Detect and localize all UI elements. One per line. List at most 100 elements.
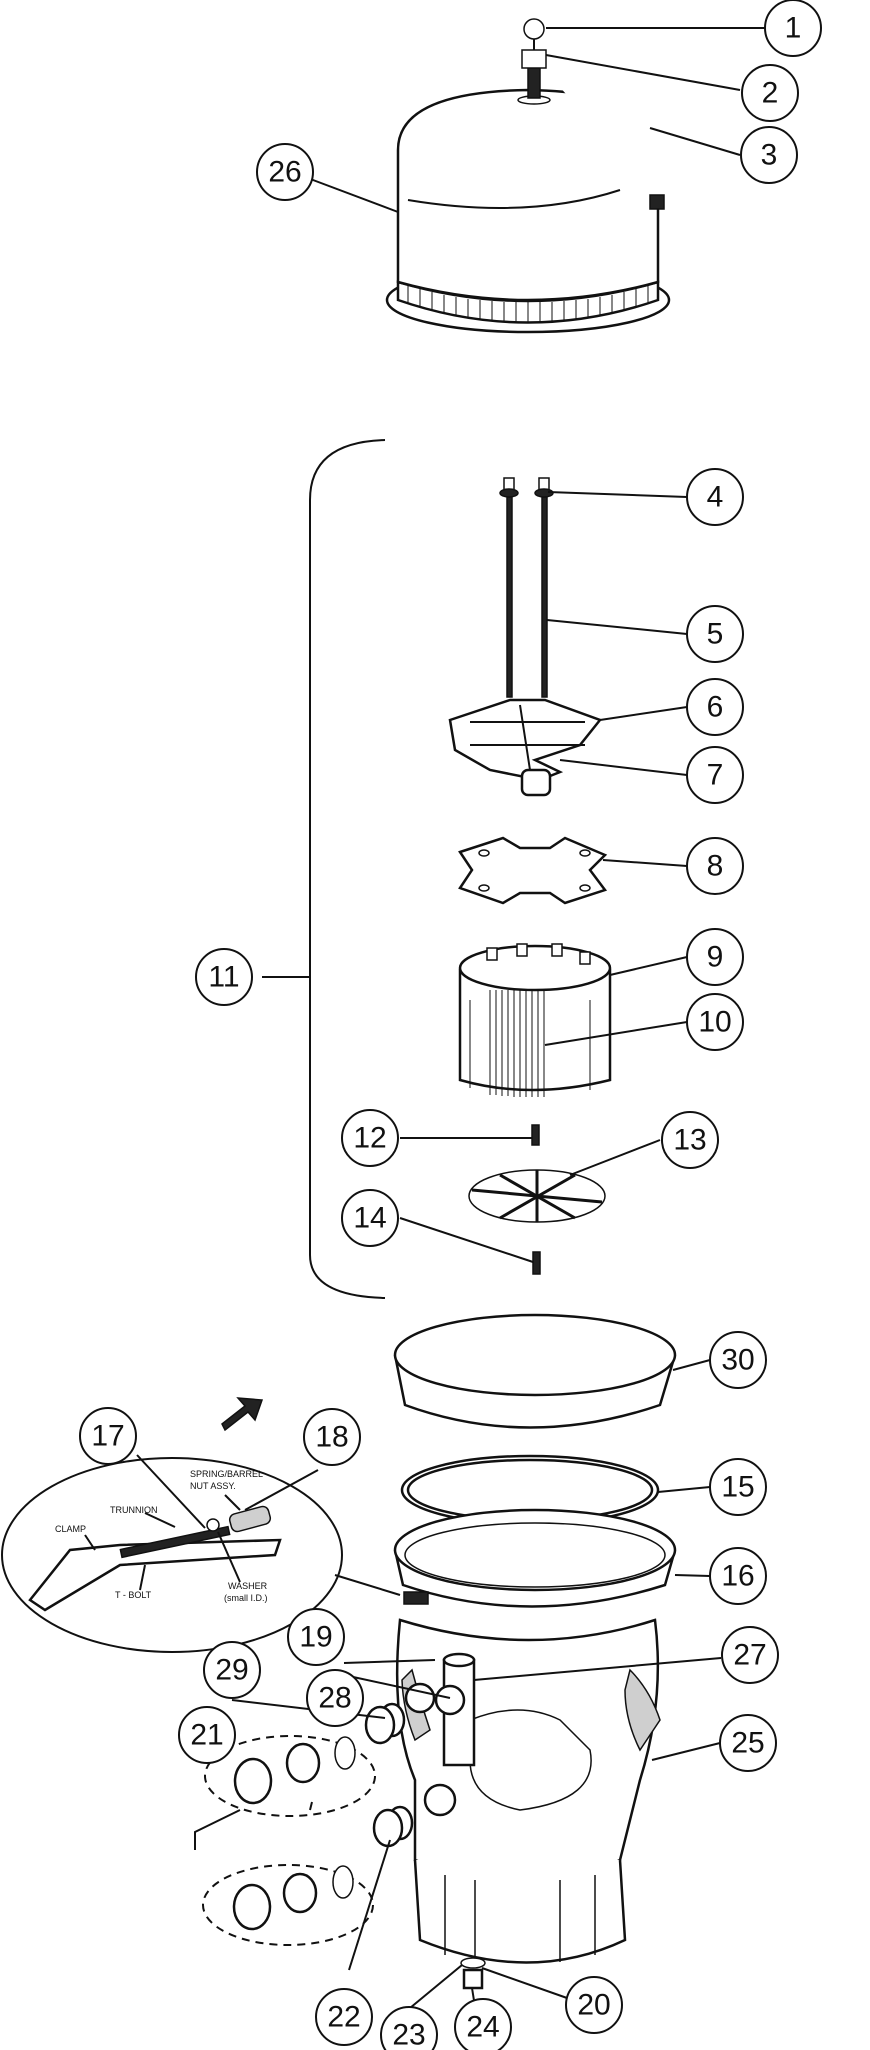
detail-leader — [334, 1574, 401, 1596]
callout-13: 13 — [661, 1111, 719, 1169]
callout-number: 25 — [731, 1727, 764, 1760]
port-28 — [434, 1684, 466, 1716]
callout-number: 13 — [673, 1124, 706, 1157]
callout-number: 2 — [762, 77, 779, 110]
callout-circle — [686, 837, 744, 895]
callout-circle — [686, 605, 744, 663]
detail-spring-barrel — [228, 1505, 272, 1533]
callout-number: 7 — [707, 759, 724, 792]
callout-18: 18 — [303, 1408, 361, 1466]
detail-washer — [206, 1518, 220, 1532]
callout-circle — [178, 1706, 236, 1764]
air-relief-valve — [527, 67, 541, 99]
inlet-port-upper — [404, 1682, 436, 1714]
callout-circle — [454, 1998, 512, 2050]
callout-circle — [686, 746, 744, 804]
callout-number: 9 — [707, 941, 724, 974]
detail-t-bolt — [119, 1525, 231, 1559]
callout-1: 1 — [764, 0, 822, 57]
callout-number: 18 — [315, 1421, 348, 1454]
callout-circle — [306, 1669, 364, 1727]
callout-8: 8 — [686, 837, 744, 895]
standpipe-top — [442, 1652, 476, 1668]
adapter-kit-lower-outline — [202, 1864, 374, 1946]
callout-number: 20 — [577, 1989, 610, 2022]
rod-nuts — [499, 477, 554, 498]
callout-circle — [686, 993, 744, 1051]
callout-10: 10 — [686, 993, 744, 1051]
tank-assembly — [194, 1313, 677, 1990]
adapter-kit-upper-outline — [204, 1735, 376, 1817]
label-washer-2: (small I.D.) — [224, 1593, 268, 1603]
callout-number: 15 — [721, 1471, 754, 1504]
label-clamp: CLAMP — [55, 1524, 86, 1534]
callout-number: 21 — [190, 1719, 223, 1752]
label-washer-1: WASHER — [228, 1581, 268, 1591]
callout-26: 26 — [256, 143, 314, 201]
callout-circle — [721, 1626, 779, 1684]
gasket-holes — [478, 849, 591, 892]
callout-circle — [203, 1641, 261, 1699]
callout-circle — [686, 928, 744, 986]
callout-circle — [741, 64, 799, 122]
pressure-gauge — [523, 18, 545, 40]
clamp-detail-inset: SPRING/BARREL NUT ASSY. TRUNNION CLAMP T… — [1, 1397, 401, 1653]
callout-20: 20 — [565, 1976, 623, 2034]
callout-22: 22 — [315, 1988, 373, 2046]
callout-number: 10 — [698, 1006, 731, 1039]
callout-number: 23 — [392, 2019, 425, 2050]
callout-number: 6 — [707, 691, 724, 724]
cartridge-posts — [486, 943, 591, 965]
clamp-detail-bubble — [1, 1457, 343, 1653]
adapter-kit-upper-parts — [233, 1736, 356, 1805]
lid-ribs — [407, 285, 649, 323]
union-29 — [364, 1702, 406, 1745]
callout-4: 4 — [686, 468, 744, 526]
callout-circle — [709, 1547, 767, 1605]
callout-5: 5 — [686, 605, 744, 663]
callout-circle — [709, 1331, 767, 1389]
callout-circle — [303, 1408, 361, 1466]
label-spring-barrel-2: NUT ASSY. — [190, 1481, 236, 1491]
valve-body — [521, 49, 547, 69]
callout-number: 8 — [707, 850, 724, 883]
callout-14: 14 — [341, 1189, 399, 1247]
leader-lines — [136, 27, 770, 2014]
lid-highlight-line — [407, 189, 621, 209]
callout-2: 2 — [741, 64, 799, 122]
callout-number: 28 — [318, 1682, 351, 1715]
callout-number: 22 — [327, 2001, 360, 2034]
callout-number: 5 — [707, 618, 724, 651]
spacer-14 — [532, 1251, 541, 1275]
callout-16: 16 — [709, 1547, 767, 1605]
arrow-icon — [221, 1397, 264, 1432]
callout-30: 30 — [709, 1331, 767, 1389]
callout-15: 15 — [709, 1458, 767, 1516]
outlet-port-lower — [423, 1783, 457, 1817]
callout-circle — [686, 678, 744, 736]
callout-7: 7 — [686, 746, 744, 804]
callout-circle — [380, 2006, 438, 2050]
assembly-bracket — [309, 439, 386, 1299]
callout-circle — [195, 948, 253, 1006]
tank-base-stand — [413, 1859, 627, 1964]
callout-23: 23 — [380, 2006, 438, 2050]
callout-circle — [565, 1976, 623, 2034]
callout-17: 17 — [79, 1407, 137, 1465]
element-assembly — [309, 439, 612, 1299]
tank-cutaway — [469, 1709, 592, 1811]
detail-clamp-band — [28, 1538, 282, 1612]
callout-number: 12 — [353, 1122, 386, 1155]
callout-12: 12 — [341, 1109, 399, 1167]
callout-number: 27 — [733, 1639, 766, 1672]
callout-number: 16 — [721, 1560, 754, 1593]
label-trunnion: TRUNNION — [110, 1505, 158, 1515]
callout-29: 29 — [203, 1641, 261, 1699]
label-spring-barrel-1: SPRING/BARREL — [190, 1469, 263, 1479]
cartridge-pleats — [469, 990, 591, 1097]
callout-number: 24 — [466, 2011, 499, 2044]
callout-circle — [287, 1608, 345, 1666]
callout-number: 26 — [268, 156, 301, 189]
callout-number: 17 — [91, 1420, 124, 1453]
